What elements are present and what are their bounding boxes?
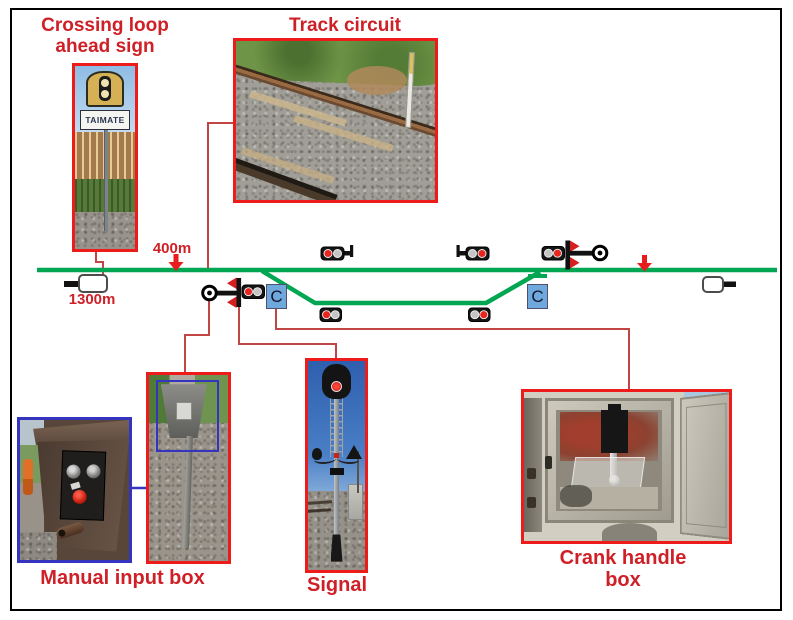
open-door xyxy=(679,392,729,540)
crank-mount-bracket xyxy=(600,410,629,453)
ballast-ground xyxy=(75,212,135,249)
arrowhead-left-bottom xyxy=(227,296,237,308)
connector-lines xyxy=(95,122,630,389)
signal-symbols xyxy=(319,245,491,322)
pictogram-lamp-top xyxy=(101,78,110,87)
left-arm xyxy=(313,454,337,464)
signal-photo xyxy=(305,358,368,573)
cone-finial xyxy=(346,444,363,459)
track-circuit-label: Track circuit xyxy=(289,15,401,36)
latch xyxy=(545,455,553,469)
pictogram-lamp-bottom xyxy=(101,89,110,98)
manual-input-closeup-photo xyxy=(17,417,132,563)
sign-pole xyxy=(104,113,109,231)
control-panel xyxy=(60,450,107,521)
track-circuit-photo xyxy=(233,38,438,203)
signal-icon-loop-right xyxy=(468,307,491,322)
cabinet-side-wall xyxy=(524,397,543,533)
crossing-loop-line xyxy=(260,269,542,306)
right-arm xyxy=(336,454,360,464)
crank-marker-left: C xyxy=(266,284,287,309)
pedestal-label xyxy=(175,401,192,420)
small-tag xyxy=(70,481,82,490)
signal-label: Signal xyxy=(306,574,367,596)
mast-red-marker xyxy=(334,452,339,458)
distance-1300m: 1300m xyxy=(68,291,116,308)
closeup-highlight-rect xyxy=(156,380,219,452)
dirt-patch xyxy=(347,66,408,96)
arrow-right-icon xyxy=(637,255,652,272)
signal-pictogram xyxy=(98,76,112,102)
mast-base xyxy=(330,534,343,562)
knob-right xyxy=(86,464,102,479)
arrowhead-right-top xyxy=(570,240,580,252)
signal-icon-main-right xyxy=(456,245,490,261)
signal-icon-loop-left xyxy=(319,307,342,322)
perspex-plate xyxy=(570,456,646,489)
distance-arrows xyxy=(168,254,652,272)
ahead-sign-left-symbol xyxy=(78,274,108,293)
hinge xyxy=(526,467,536,479)
arrowhead-right-bottom xyxy=(570,257,580,269)
crossing-loop-ahead-sign-label: Crossing loop ahead sign xyxy=(41,15,169,58)
crank-handle-box-label: Crank handle box xyxy=(559,547,687,592)
entry-group-right xyxy=(541,240,609,270)
hand-shadow xyxy=(601,523,658,541)
floor-shadow xyxy=(560,484,593,507)
bracket-top xyxy=(607,404,621,415)
telegraph-pole xyxy=(357,450,360,493)
station-name-board: TAIMATE xyxy=(79,109,131,131)
worker-figure xyxy=(22,459,33,496)
track-lines xyxy=(37,267,777,306)
outer-border xyxy=(10,8,782,611)
plug-cylinder xyxy=(54,520,85,540)
door-inner-panel xyxy=(685,403,727,529)
ahead-sign-left-post xyxy=(64,281,80,287)
hinge xyxy=(526,497,536,509)
pedestal-head xyxy=(160,384,207,439)
ahead-sign-right-symbol xyxy=(702,276,724,293)
connector-crank-box xyxy=(275,308,630,389)
red-lamp xyxy=(331,380,343,392)
connector-signal xyxy=(238,305,337,358)
pedestal-pole xyxy=(182,436,193,549)
connector-track-circuit xyxy=(207,122,233,268)
number-plate xyxy=(330,467,345,475)
ahead-sign-symbols xyxy=(64,274,736,293)
loop-sign-shield xyxy=(86,70,124,108)
distance-400m: 400m xyxy=(152,240,192,257)
box-cavity xyxy=(556,404,662,511)
gravel-corner xyxy=(20,532,58,560)
signal-icon-main-left xyxy=(320,245,354,261)
plug-hole xyxy=(57,528,67,538)
relay-hut xyxy=(348,484,364,520)
ahead-sign-right-post xyxy=(722,281,736,287)
background-scene xyxy=(20,420,44,560)
red-button xyxy=(72,489,87,504)
manual-input-pedestal-photo xyxy=(146,372,231,564)
shunt-lamp xyxy=(311,447,322,460)
arrowhead-left-top xyxy=(227,277,237,289)
box-frame xyxy=(544,397,674,524)
crank-handle-box-photo xyxy=(521,389,732,544)
arrow-400m-icon xyxy=(168,254,184,271)
manual-input-box-label: Manual input box xyxy=(40,567,205,589)
crossing-loop-ahead-sign-photo: TAIMATE xyxy=(72,63,138,252)
entry-group-left xyxy=(201,277,265,308)
knob-left xyxy=(66,464,82,480)
connector-manual-input xyxy=(184,300,210,372)
signal-head xyxy=(322,364,351,399)
crank-marker-right: C xyxy=(527,284,548,309)
